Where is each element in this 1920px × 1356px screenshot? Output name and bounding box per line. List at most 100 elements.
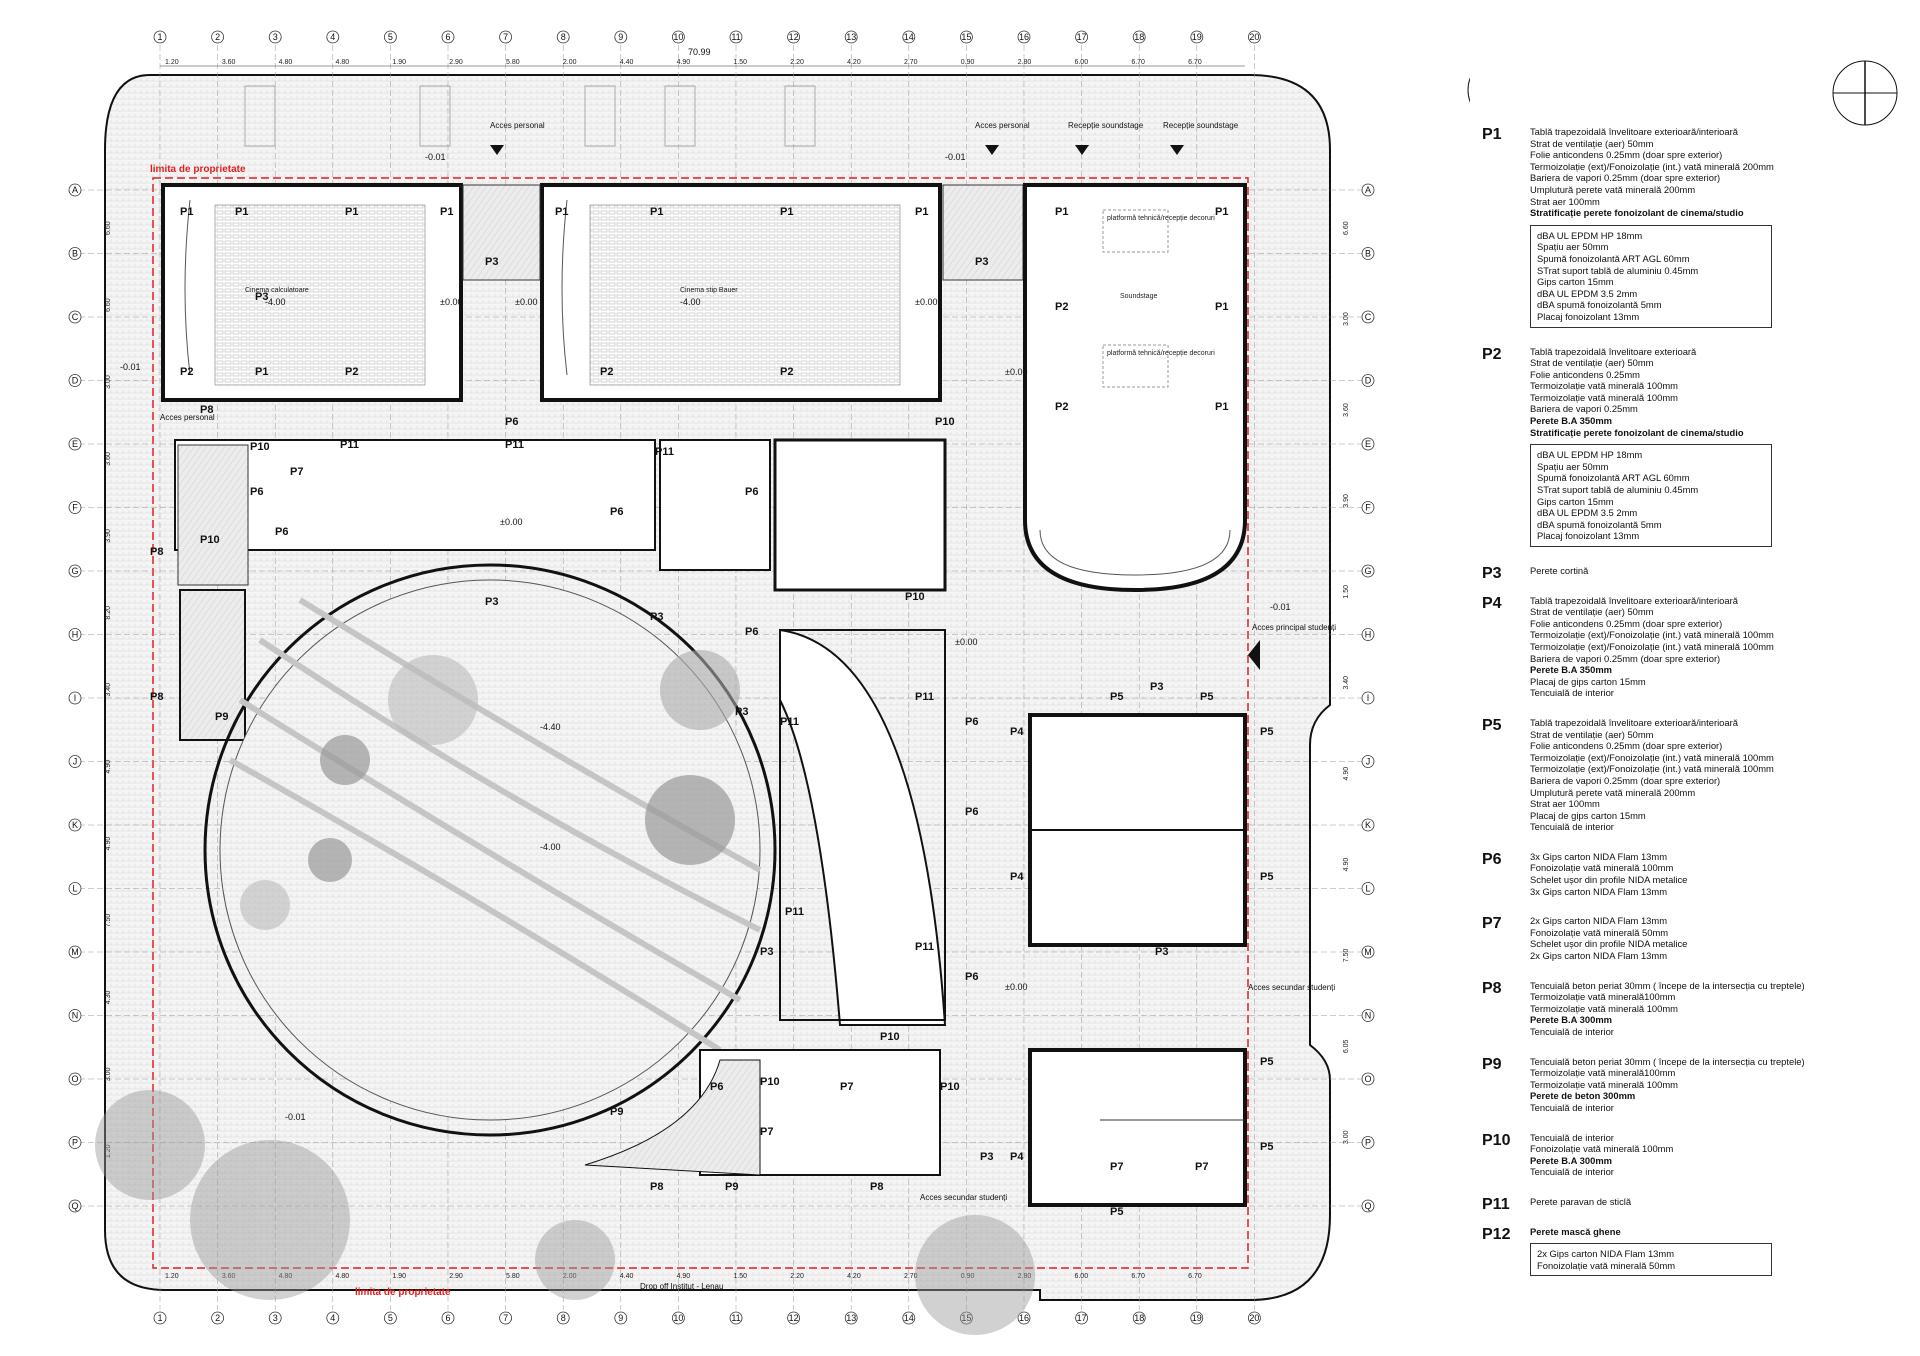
top-dim: 0.90 bbox=[961, 59, 975, 66]
right-block-upper bbox=[1028, 713, 1247, 947]
svg-text:8: 8 bbox=[561, 32, 566, 42]
axis-number-6: 6 bbox=[441, 1311, 455, 1325]
wall-tag-p9: P9 bbox=[215, 711, 228, 723]
axis-letter-N: N bbox=[68, 1009, 82, 1022]
reception-soundstage-1: Recepție soundstage bbox=[1068, 121, 1144, 130]
axis-number-20: 20 bbox=[1248, 1311, 1261, 1325]
axis-number-7: 7 bbox=[499, 1311, 513, 1325]
bottom-dim: 4.80 bbox=[279, 1273, 293, 1280]
svg-text:3: 3 bbox=[273, 1313, 278, 1323]
bottom-dim: 2.90 bbox=[449, 1273, 463, 1280]
bottom-dim: 0.90 bbox=[961, 1273, 975, 1280]
cinema-1-label: Cinema calculatoare bbox=[245, 287, 309, 294]
left-dim: 8.20 bbox=[105, 606, 112, 620]
svg-text:-0.01: -0.01 bbox=[120, 362, 141, 372]
axis-letter-D: D bbox=[1361, 374, 1375, 387]
svg-text:12: 12 bbox=[789, 32, 799, 42]
wall-tag-p3: P3 bbox=[650, 611, 663, 623]
left-dim: 4.90 bbox=[105, 760, 112, 774]
svg-text:10: 10 bbox=[673, 32, 683, 42]
right-dim: 6.05 bbox=[1343, 1039, 1350, 1053]
platform-2-label: platformă tehnică/recepție decoruri bbox=[1107, 350, 1215, 357]
top-dim: 2.90 bbox=[449, 59, 463, 66]
right-dim: 7.50 bbox=[1343, 949, 1350, 963]
legend-code: P12 bbox=[1482, 1225, 1511, 1243]
svg-text:-0.01: -0.01 bbox=[945, 152, 966, 162]
axis-number-9: 9 bbox=[614, 1311, 628, 1325]
wall-tag-p11: P11 bbox=[785, 906, 804, 918]
wall-tag-p5: P5 bbox=[1200, 691, 1213, 703]
svg-text:-4.40: -4.40 bbox=[540, 722, 561, 732]
wall-tag-p5: P5 bbox=[1260, 871, 1273, 883]
svg-text:±0.00: ±0.00 bbox=[515, 297, 537, 307]
svg-text:15: 15 bbox=[961, 1313, 971, 1323]
right-dim: 3.00 bbox=[1343, 1130, 1350, 1144]
axis-letter-I: I bbox=[68, 691, 82, 705]
axis-number-2: 2 bbox=[211, 30, 225, 44]
wall-tag-p6: P6 bbox=[745, 486, 758, 498]
cinema-hall-2: Cinema stip Bauer bbox=[540, 183, 942, 402]
wall-tag-p10: P10 bbox=[935, 416, 955, 428]
left-dim: 3.60 bbox=[105, 452, 112, 466]
right-dim: 3.40 bbox=[1343, 676, 1350, 690]
svg-text:L: L bbox=[1365, 884, 1370, 894]
wall-tag-p7: P7 bbox=[1110, 1161, 1123, 1173]
bottom-dim: 6.00 bbox=[1074, 1273, 1088, 1280]
svg-text:J: J bbox=[1366, 757, 1371, 767]
svg-text:±0.00: ±0.00 bbox=[915, 297, 937, 307]
left-dim: 4.90 bbox=[105, 837, 112, 851]
wall-tag-p11: P11 bbox=[915, 691, 934, 703]
axis-letter-O: O bbox=[1361, 1072, 1375, 1086]
svg-text:18: 18 bbox=[1134, 1313, 1144, 1323]
axis-letter-Q: Q bbox=[68, 1199, 82, 1213]
bottom-dim: 5.80 bbox=[506, 1273, 520, 1280]
top-dim: 4.80 bbox=[336, 59, 350, 66]
axis-number-6: 6 bbox=[441, 30, 455, 44]
top-dim: 4.90 bbox=[677, 59, 691, 66]
wall-tag-p1: P1 bbox=[915, 206, 928, 218]
axis-letter-M: M bbox=[1361, 945, 1375, 959]
wall-tag-p4: P4 bbox=[1010, 726, 1024, 738]
wall-tag-p1: P1 bbox=[1215, 301, 1228, 313]
bottom-dim: 2.00 bbox=[563, 1273, 577, 1280]
axis-letter-P: P bbox=[1361, 1136, 1375, 1149]
svg-text:9: 9 bbox=[618, 1313, 623, 1323]
legend-code: P4 bbox=[1482, 594, 1502, 612]
wall-tag-p11: P11 bbox=[505, 439, 524, 451]
svg-text:±0.00: ±0.00 bbox=[1005, 982, 1027, 992]
axis-letter-J: J bbox=[68, 755, 82, 768]
top-dim: 2.20 bbox=[790, 59, 804, 66]
axis-number-17: 17 bbox=[1075, 30, 1088, 44]
axis-letter-P: P bbox=[68, 1136, 82, 1149]
left-dim: 3.00 bbox=[105, 375, 112, 389]
axis-number-11: 11 bbox=[729, 1311, 743, 1325]
bottom-dim: 2.80 bbox=[1018, 1273, 1032, 1280]
wall-tag-p1: P1 bbox=[780, 206, 793, 218]
north-arrow bbox=[1467, 77, 1470, 103]
axis-number-18: 18 bbox=[1132, 1311, 1146, 1325]
bottom-dim: 1.50 bbox=[733, 1273, 747, 1280]
axis-letter-N: N bbox=[1361, 1009, 1375, 1022]
svg-text:16: 16 bbox=[1019, 1313, 1029, 1323]
svg-text:N: N bbox=[72, 1011, 79, 1021]
right-dim: 3.90 bbox=[1343, 494, 1350, 508]
wall-tag-p7: P7 bbox=[760, 1126, 773, 1138]
wall-tag-p10: P10 bbox=[250, 441, 270, 453]
top-dim: 6.00 bbox=[1074, 59, 1088, 66]
svg-text:C: C bbox=[1365, 312, 1372, 322]
top-dim: 1.90 bbox=[392, 59, 406, 66]
bottom-dim: 2.20 bbox=[790, 1273, 804, 1280]
level-markers: -0.01 -0.01 -4.00 ±0.00 ±0.00 -4.00 ±0.0… bbox=[120, 152, 1291, 1122]
bottom-dim: 3.60 bbox=[222, 1273, 236, 1280]
axis-number-13: 13 bbox=[844, 30, 858, 44]
axis-letter-D: D bbox=[68, 374, 82, 387]
wall-tag-p1: P1 bbox=[650, 206, 663, 218]
axis-letter-M: M bbox=[68, 945, 82, 959]
left-dim: 6.60 bbox=[105, 298, 112, 312]
